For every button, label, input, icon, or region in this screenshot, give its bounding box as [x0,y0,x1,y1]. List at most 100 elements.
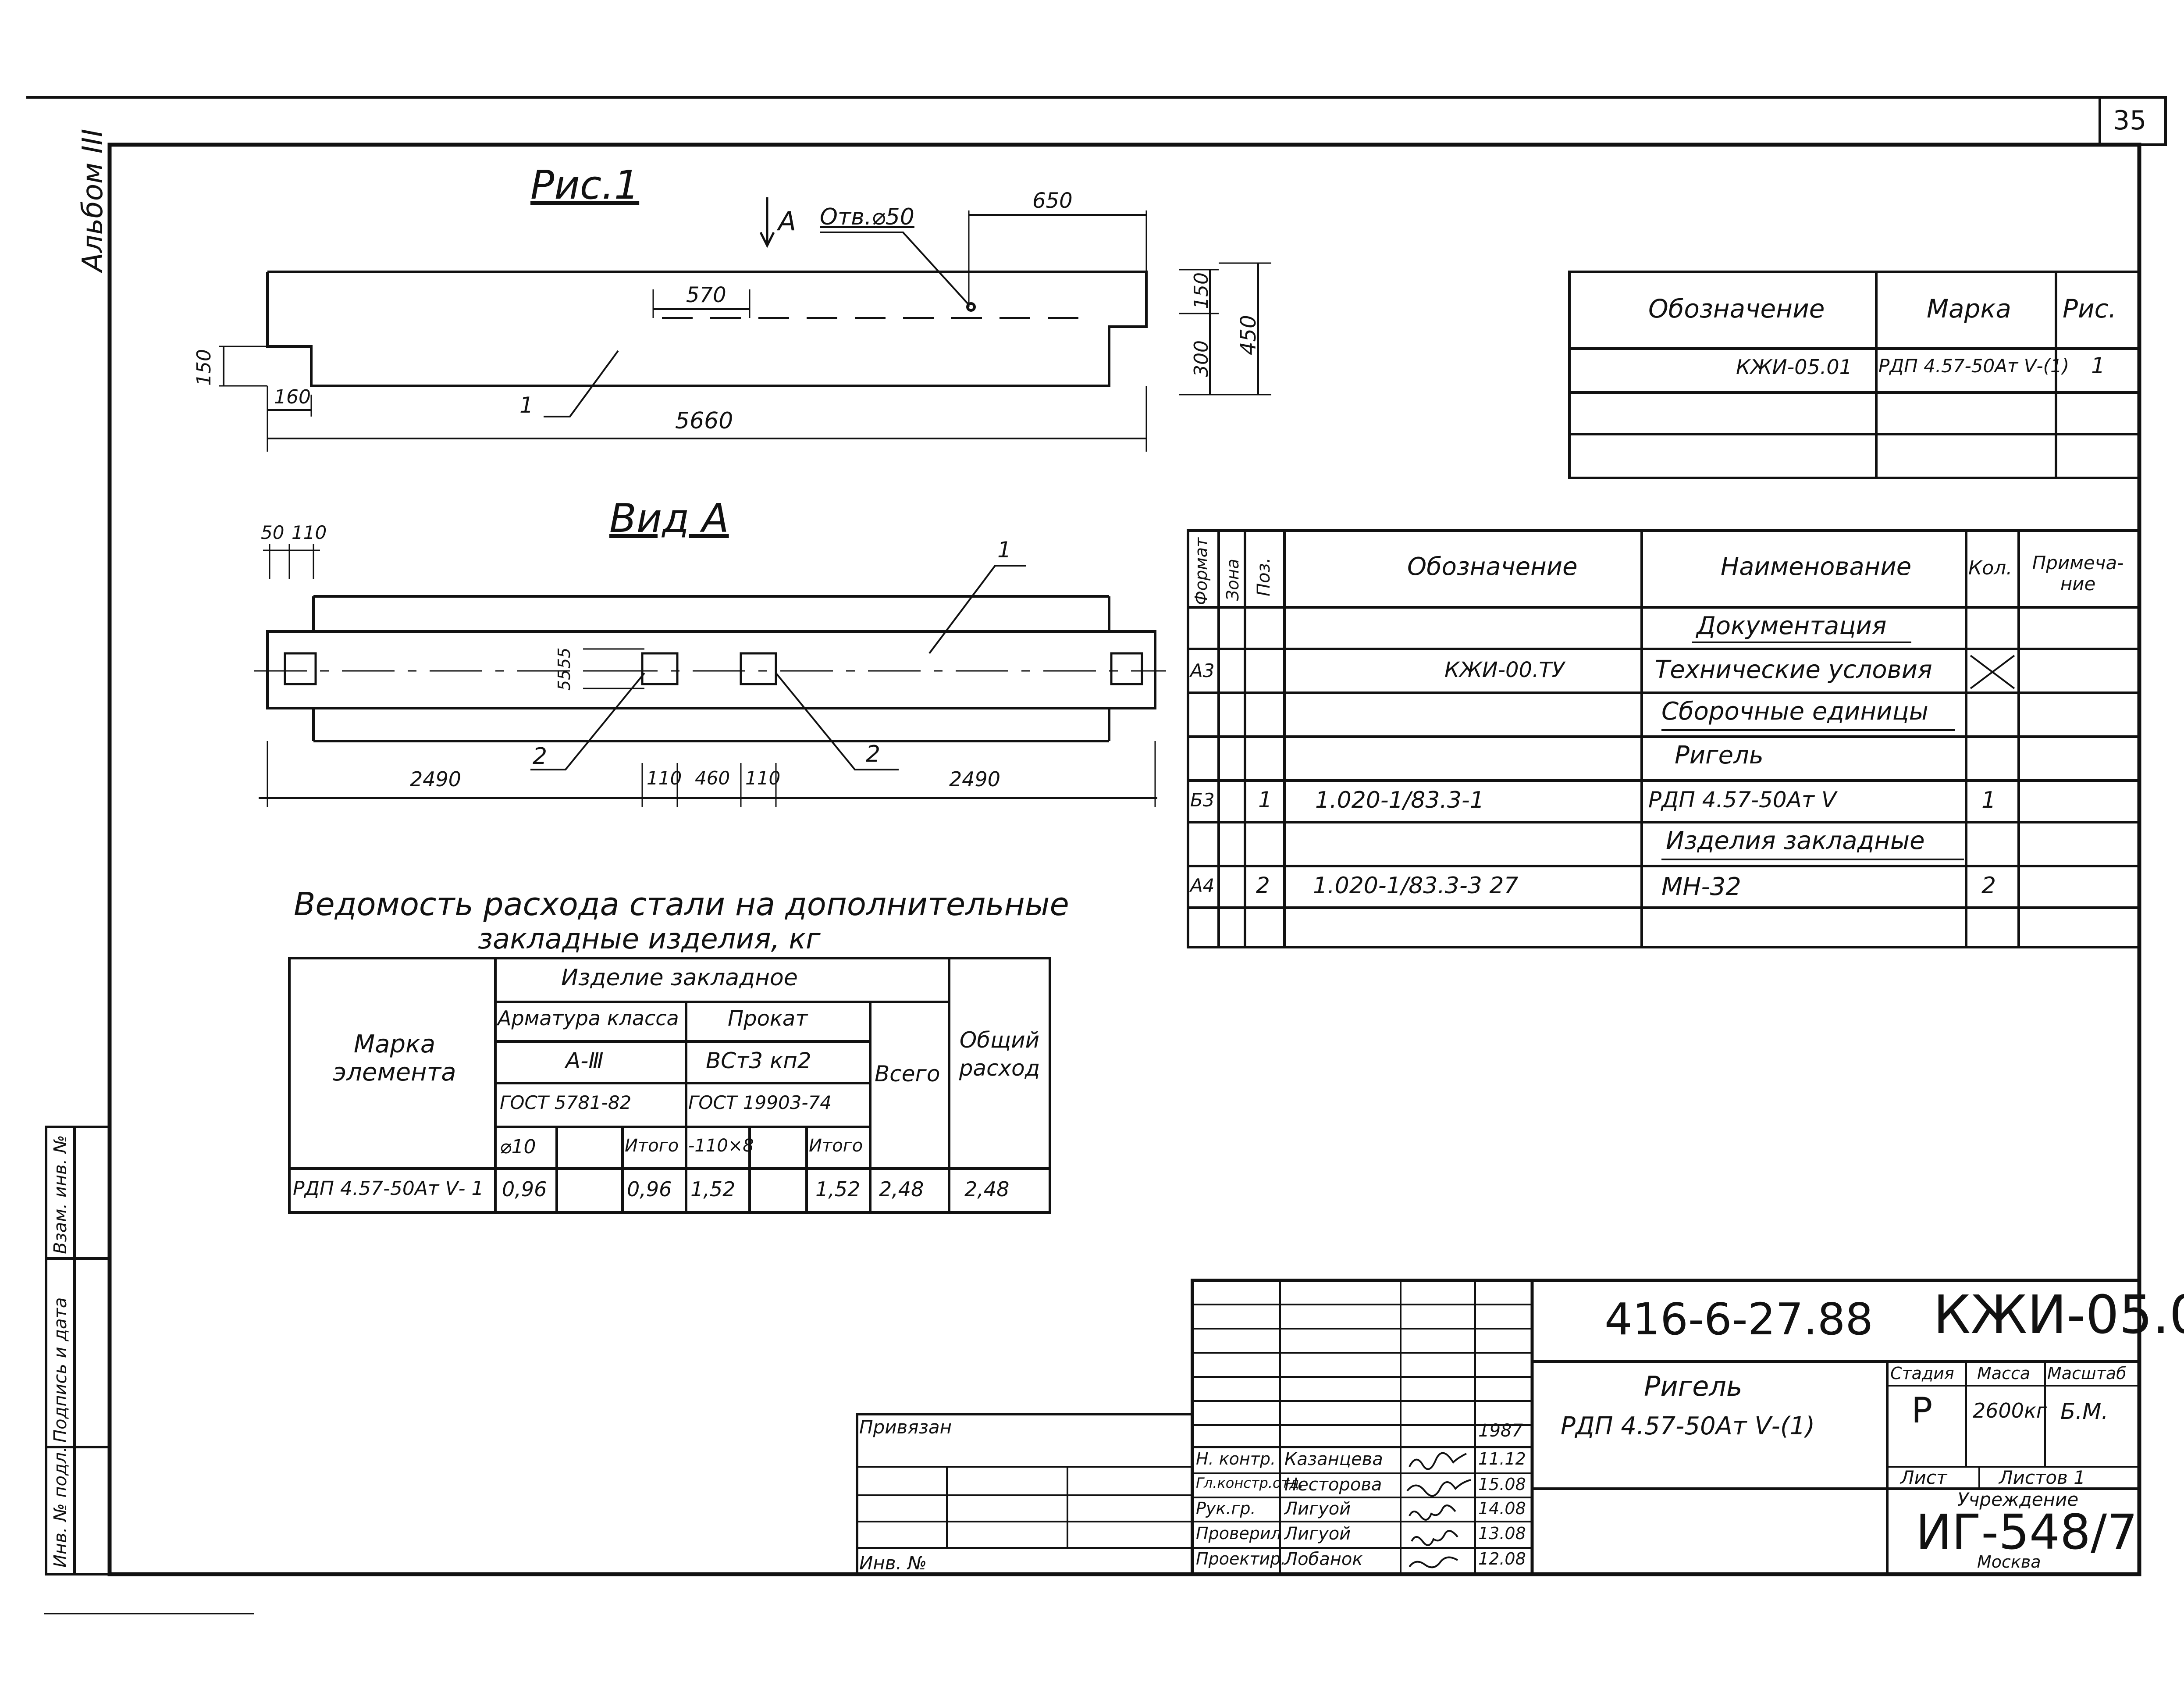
person-role-5: Проектир. [1196,1549,1286,1568]
stage-value: Р [1911,1390,1933,1431]
section-dimensions [1179,262,1271,396]
steel-title-line1: Ведомость расхода стали на дополнительны… [294,886,1069,923]
person-name-4: Лигуой [1284,1524,1351,1544]
dim-110a: 110 [647,767,682,789]
album-label: Альбом III [77,128,109,272]
steel-col-mark: Марка элемента [333,1030,456,1087]
person-role-1: Н. контр. [1196,1449,1276,1469]
steel-row-mark: РДП 4.57-50Ат Ⅴ- 1 [293,1177,484,1200]
scale-header: Масштаб [2047,1364,2127,1383]
spec-r1-pos: 1 [1258,787,1272,813]
dim-300: 300 [1190,340,1213,377]
org-header: Учреждение [1957,1489,2079,1510]
spec-header-name: Наименование [1721,552,1912,581]
person-date-2: 15.08 [1478,1475,1526,1494]
privyazan-label: Привязан [859,1416,952,1438]
view-a-plan [254,544,1166,807]
spec-section-doc: Документация [1697,612,1887,640]
spec-section-beam: Ригель [1675,741,1764,770]
ref-row-mark: РДП 4.57-50Ат Ⅴ-(1) [1878,355,2070,377]
person-role-3: Рук.гр. [1196,1499,1256,1518]
steel-table-grid [288,957,1051,1214]
spec-table-grid [1187,529,2141,948]
view-a-leader-1: 1 [997,537,1011,563]
beam-elevation [219,197,1148,452]
spec-header-pos: Поз. [1254,557,1274,596]
view-a-leader-2a: 2 [533,743,548,770]
steel-row-total: 2,48 [879,1177,924,1201]
dim-5660: 5660 [675,408,733,434]
mass-value: 2600кг [1973,1399,2047,1422]
page-number: 35 [2113,105,2147,136]
item-mark: РДП 4.57-50Ат Ⅴ-(1) [1561,1412,1815,1440]
spec-header-qty: Кол. [1968,557,2013,579]
dim-150-right: 150 [1190,272,1213,309]
spec-r1-name: РДП 4.57-50Ат Ⅴ [1648,787,1837,813]
inv-label: Инв. № [859,1552,927,1574]
spec-r2-pos: 2 [1256,873,1270,898]
view-a-leader-2b: 2 [866,741,881,767]
sheet-code: КЖИ-05.01 [1933,1285,2184,1346]
view-a-title: Вид А [609,495,729,542]
spec-r2-format: А4 [1190,875,1215,896]
fig1-leader-1: 1 [519,392,534,418]
steel-sub-profile: -110×8 [688,1136,754,1156]
mass-header: Масса [1977,1364,2031,1383]
dim-2490-right: 2490 [949,767,1001,791]
dim-55b: 55 [555,669,574,691]
page-number-box [2099,96,2167,146]
person-name-5: Лобанок [1284,1549,1363,1569]
side-stamp-signature: Подпись и дата [50,1297,71,1443]
title-block-grid [856,1279,2141,1576]
dim-55a: 55 [555,647,574,669]
ref-header-designation: Обозначение [1648,294,1825,324]
reference-table-grid [1568,271,2141,479]
year: 1987 [1478,1421,1523,1441]
doc-code: 416-6-27.88 [1604,1294,1873,1345]
sheets-header: Листов 1 [1999,1467,2085,1488]
spec-tu-format: А3 [1190,660,1215,681]
spec-r1-qty: 1 [1981,787,1996,813]
person-role-2: Гл.констр.отд. [1196,1475,1304,1491]
spec-r1-format: Б3 [1190,789,1215,811]
steel-gost-roll: ГОСТ 19903-74 [688,1092,832,1113]
spec-r2-designation: 1.020-1/83.3-3 27 [1313,873,1519,899]
person-date-5: 12.08 [1478,1549,1526,1568]
steel-row-a3: 0,96 [627,1177,672,1201]
fig1-title: Рис.1 [530,162,640,208]
steel-sub-d10: ⌀10 [500,1136,536,1158]
dim-2490-left: 2490 [410,767,462,791]
steel-row-a1: 0,96 [502,1177,547,1201]
item-name: Ригель [1644,1370,1743,1402]
person-name-1: Казанцева [1284,1449,1383,1469]
view-marker-a: А [778,206,797,237]
dim-570: 570 [686,283,726,307]
spec-r1-designation: 1.020-1/83.3-1 [1315,787,1484,813]
hole-label: Отв.⌀50 [820,204,914,230]
city: Москва [1977,1552,2041,1572]
scale-value: Б.М. [2060,1399,2109,1424]
person-role-4: Проверил [1196,1524,1281,1543]
steel-roll-class: ВСт3 кп2 [706,1048,811,1073]
steel-col-total: Всего [875,1061,940,1087]
steel-row-b3: 1,52 [815,1177,861,1201]
ref-header-mark: Марка [1927,294,2011,324]
dim-160: 160 [274,386,311,408]
person-date-4: 13.08 [1478,1524,1526,1543]
steel-title-line2: закладные изделия, кг [478,923,821,955]
spec-section-emb: Изделия закладные [1666,827,1925,855]
spec-tu-name: Технические условия [1655,656,1932,684]
stage-header: Стадия [1890,1364,1954,1383]
dim-150-left: 150 [193,349,215,386]
dim-110-top: 110 [292,522,327,543]
spec-header-designation: Обозначение [1407,552,1578,581]
steel-col-armature: Арматура класса [498,1006,679,1030]
steel-col-embedded: Изделие закладное [561,965,798,991]
spec-r2-name: МН-32 [1661,873,1741,901]
steel-sub-total-roll: Итого [809,1136,863,1156]
side-stamp-replace: Взам. инв. № [50,1135,71,1254]
person-date-3: 14.08 [1478,1499,1526,1518]
ref-header-fig: Рис. [2063,294,2116,324]
side-stamp [45,1126,111,1576]
